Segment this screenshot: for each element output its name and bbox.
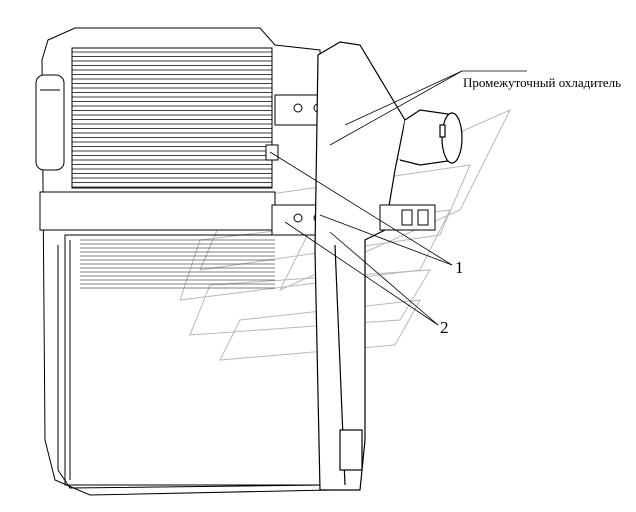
- leader-lines: [269, 70, 527, 326]
- intercooler-callout: Промежуточный охладитель: [463, 75, 622, 90]
- cross-bar: [39, 191, 276, 231]
- radiator-core: [80, 239, 275, 289]
- condenser-core: [72, 51, 272, 188]
- callout-2: 2: [440, 318, 449, 337]
- condenser-outline: [71, 47, 273, 189]
- sensor-block: [379, 204, 436, 231]
- receiver-drier: [35, 74, 65, 171]
- inlet-pipe: [399, 109, 463, 166]
- callout-1: 1: [455, 258, 464, 277]
- intercooler-duct: [314, 41, 406, 491]
